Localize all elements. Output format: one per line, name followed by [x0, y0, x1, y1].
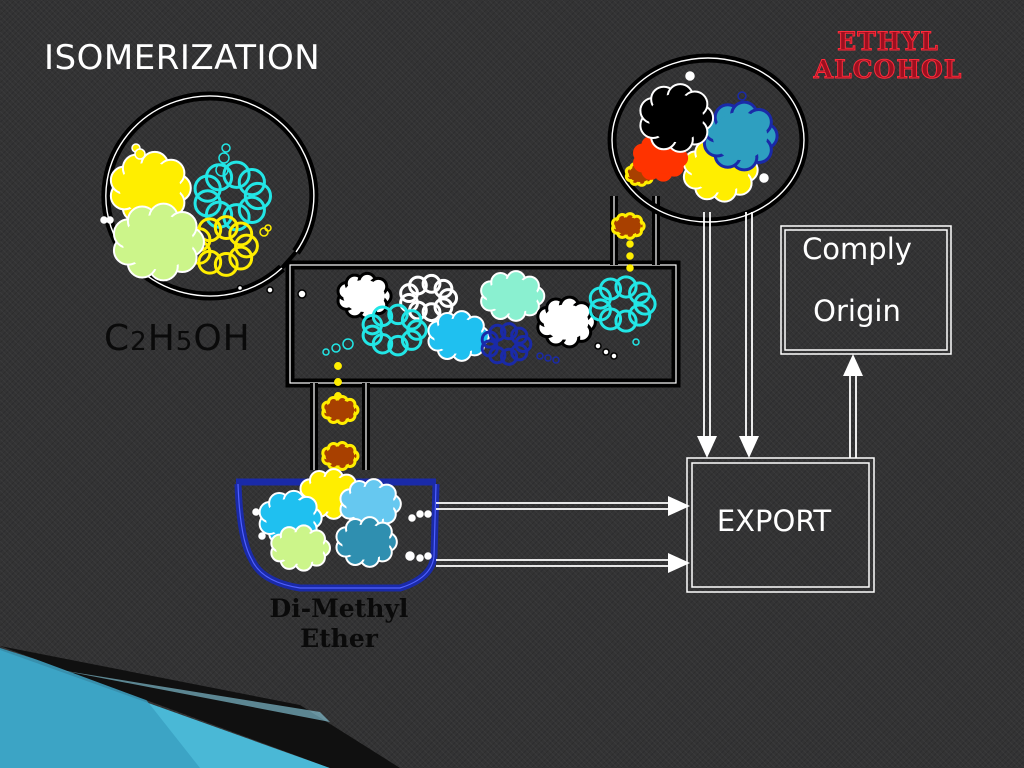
comply-origin-box — [780, 225, 952, 355]
molecule-bubble — [297, 289, 307, 299]
molecule-bubble — [252, 508, 260, 516]
molecule-cloud — [321, 394, 360, 426]
molecule-bubble — [259, 227, 269, 237]
molecule-bubble — [626, 240, 634, 248]
molecule-cloud — [611, 212, 646, 240]
molecule-cloud — [270, 524, 332, 572]
arrow-alcohol-to-export-left — [697, 212, 717, 458]
origin-label: Origin — [813, 294, 901, 328]
molecule-bubble — [632, 338, 640, 346]
molecule-bubble — [334, 362, 342, 370]
molecule-cloud — [427, 310, 490, 362]
molecule-bubble — [106, 216, 114, 224]
molecule-bubble — [258, 532, 266, 540]
export-box — [686, 457, 875, 593]
molecule-cloud — [321, 440, 360, 472]
molecule-bubble — [594, 342, 602, 350]
molecule-bubble — [331, 343, 341, 353]
formula-part: OH — [193, 318, 251, 359]
molecule-bubble — [221, 143, 231, 153]
molecule-cloud — [361, 303, 428, 357]
slide-title: ISOMERIZATION — [44, 38, 321, 78]
molecule-bubble — [544, 354, 552, 362]
molecule-bubble — [416, 510, 424, 518]
formula-part: 5 — [175, 327, 194, 357]
comply-label: Comply — [802, 232, 912, 266]
molecule-cloud — [639, 83, 715, 153]
alcohol-vessel — [607, 53, 809, 227]
arrow-alcohol-to-export-right — [739, 212, 759, 458]
ethyl-alcohol-line-1: ETHYL — [837, 27, 939, 56]
ethanol-vessel — [101, 91, 319, 301]
molecule-cloud — [588, 275, 657, 333]
molecule-bubble — [342, 338, 354, 350]
di-methyl-ether-line-2: Ether — [300, 624, 378, 653]
molecule-bubble — [737, 91, 747, 101]
formula-part: H — [147, 318, 176, 359]
molecule-bubble — [264, 224, 272, 232]
molecule-bubble — [626, 252, 634, 260]
molecule-clouds — [100, 71, 779, 572]
molecule-cloud — [336, 271, 393, 321]
molecule-bubble — [424, 552, 432, 560]
molecule-bubble — [334, 378, 342, 386]
molecule-bubble — [218, 152, 230, 164]
formula-part: C — [104, 318, 131, 359]
molecule-bubble — [610, 352, 618, 360]
export-label: EXPORT — [716, 504, 832, 538]
molecule-bubble — [405, 551, 415, 561]
di-methyl-ether-line-1: Di-Methyl — [269, 594, 409, 623]
ethanol-formula: C2H5OH — [104, 318, 251, 359]
di-methyl-ether-label: Di-Methyl Ether — [244, 594, 434, 654]
molecule-bubble — [215, 163, 229, 177]
molecule-bubble — [685, 71, 695, 81]
molecule-bubble — [236, 284, 244, 292]
molecule-bubble — [759, 173, 769, 183]
ether-pipe — [310, 383, 370, 470]
molecule-bubble — [626, 264, 634, 272]
ethyl-alcohol-line-2: ALCOHOL — [813, 55, 963, 84]
molecule-bubble — [424, 510, 432, 518]
corner-swoosh — [0, 646, 400, 768]
molecule-bubble — [266, 286, 274, 294]
molecule-bubble — [100, 216, 108, 224]
ethyl-alcohol-label: ETHYL ALCOHOL — [790, 27, 986, 84]
molecule-bubble — [416, 554, 424, 562]
molecule-bubble — [602, 348, 610, 356]
arrow-export-to-comply — [843, 354, 863, 458]
molecule-bubble — [552, 356, 560, 364]
central-chamber — [285, 260, 681, 388]
molecule-cloud — [335, 516, 398, 568]
molecule-cloud — [702, 100, 779, 172]
flow-arrows — [436, 212, 863, 573]
molecule-cloud — [480, 322, 533, 366]
molecule-bubble — [536, 352, 544, 360]
molecule-cloud — [536, 295, 597, 349]
molecule-bubble — [408, 514, 416, 522]
molecule-cloud — [480, 270, 546, 322]
arrow-ether-to-export-top — [436, 496, 690, 516]
molecule-cloud — [112, 202, 205, 282]
formula-part: 2 — [130, 327, 148, 357]
molecule-bubble — [322, 348, 330, 356]
arrow-ether-to-export-bottom — [436, 553, 690, 573]
molecule-bubble — [134, 148, 146, 160]
